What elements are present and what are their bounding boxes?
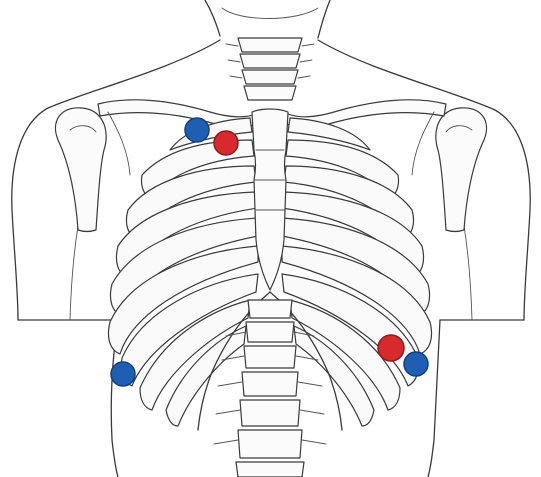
sternum xyxy=(252,109,288,290)
ribs-right xyxy=(282,118,432,426)
cervical-spine xyxy=(226,38,314,100)
electrode-upper-right-blue xyxy=(185,118,209,142)
electrode-lower-left-blue xyxy=(404,352,428,376)
electrode-lower-left-red xyxy=(378,335,404,361)
electrode-upper-right-red xyxy=(214,131,238,155)
electrode-lower-right-blue xyxy=(111,362,135,386)
